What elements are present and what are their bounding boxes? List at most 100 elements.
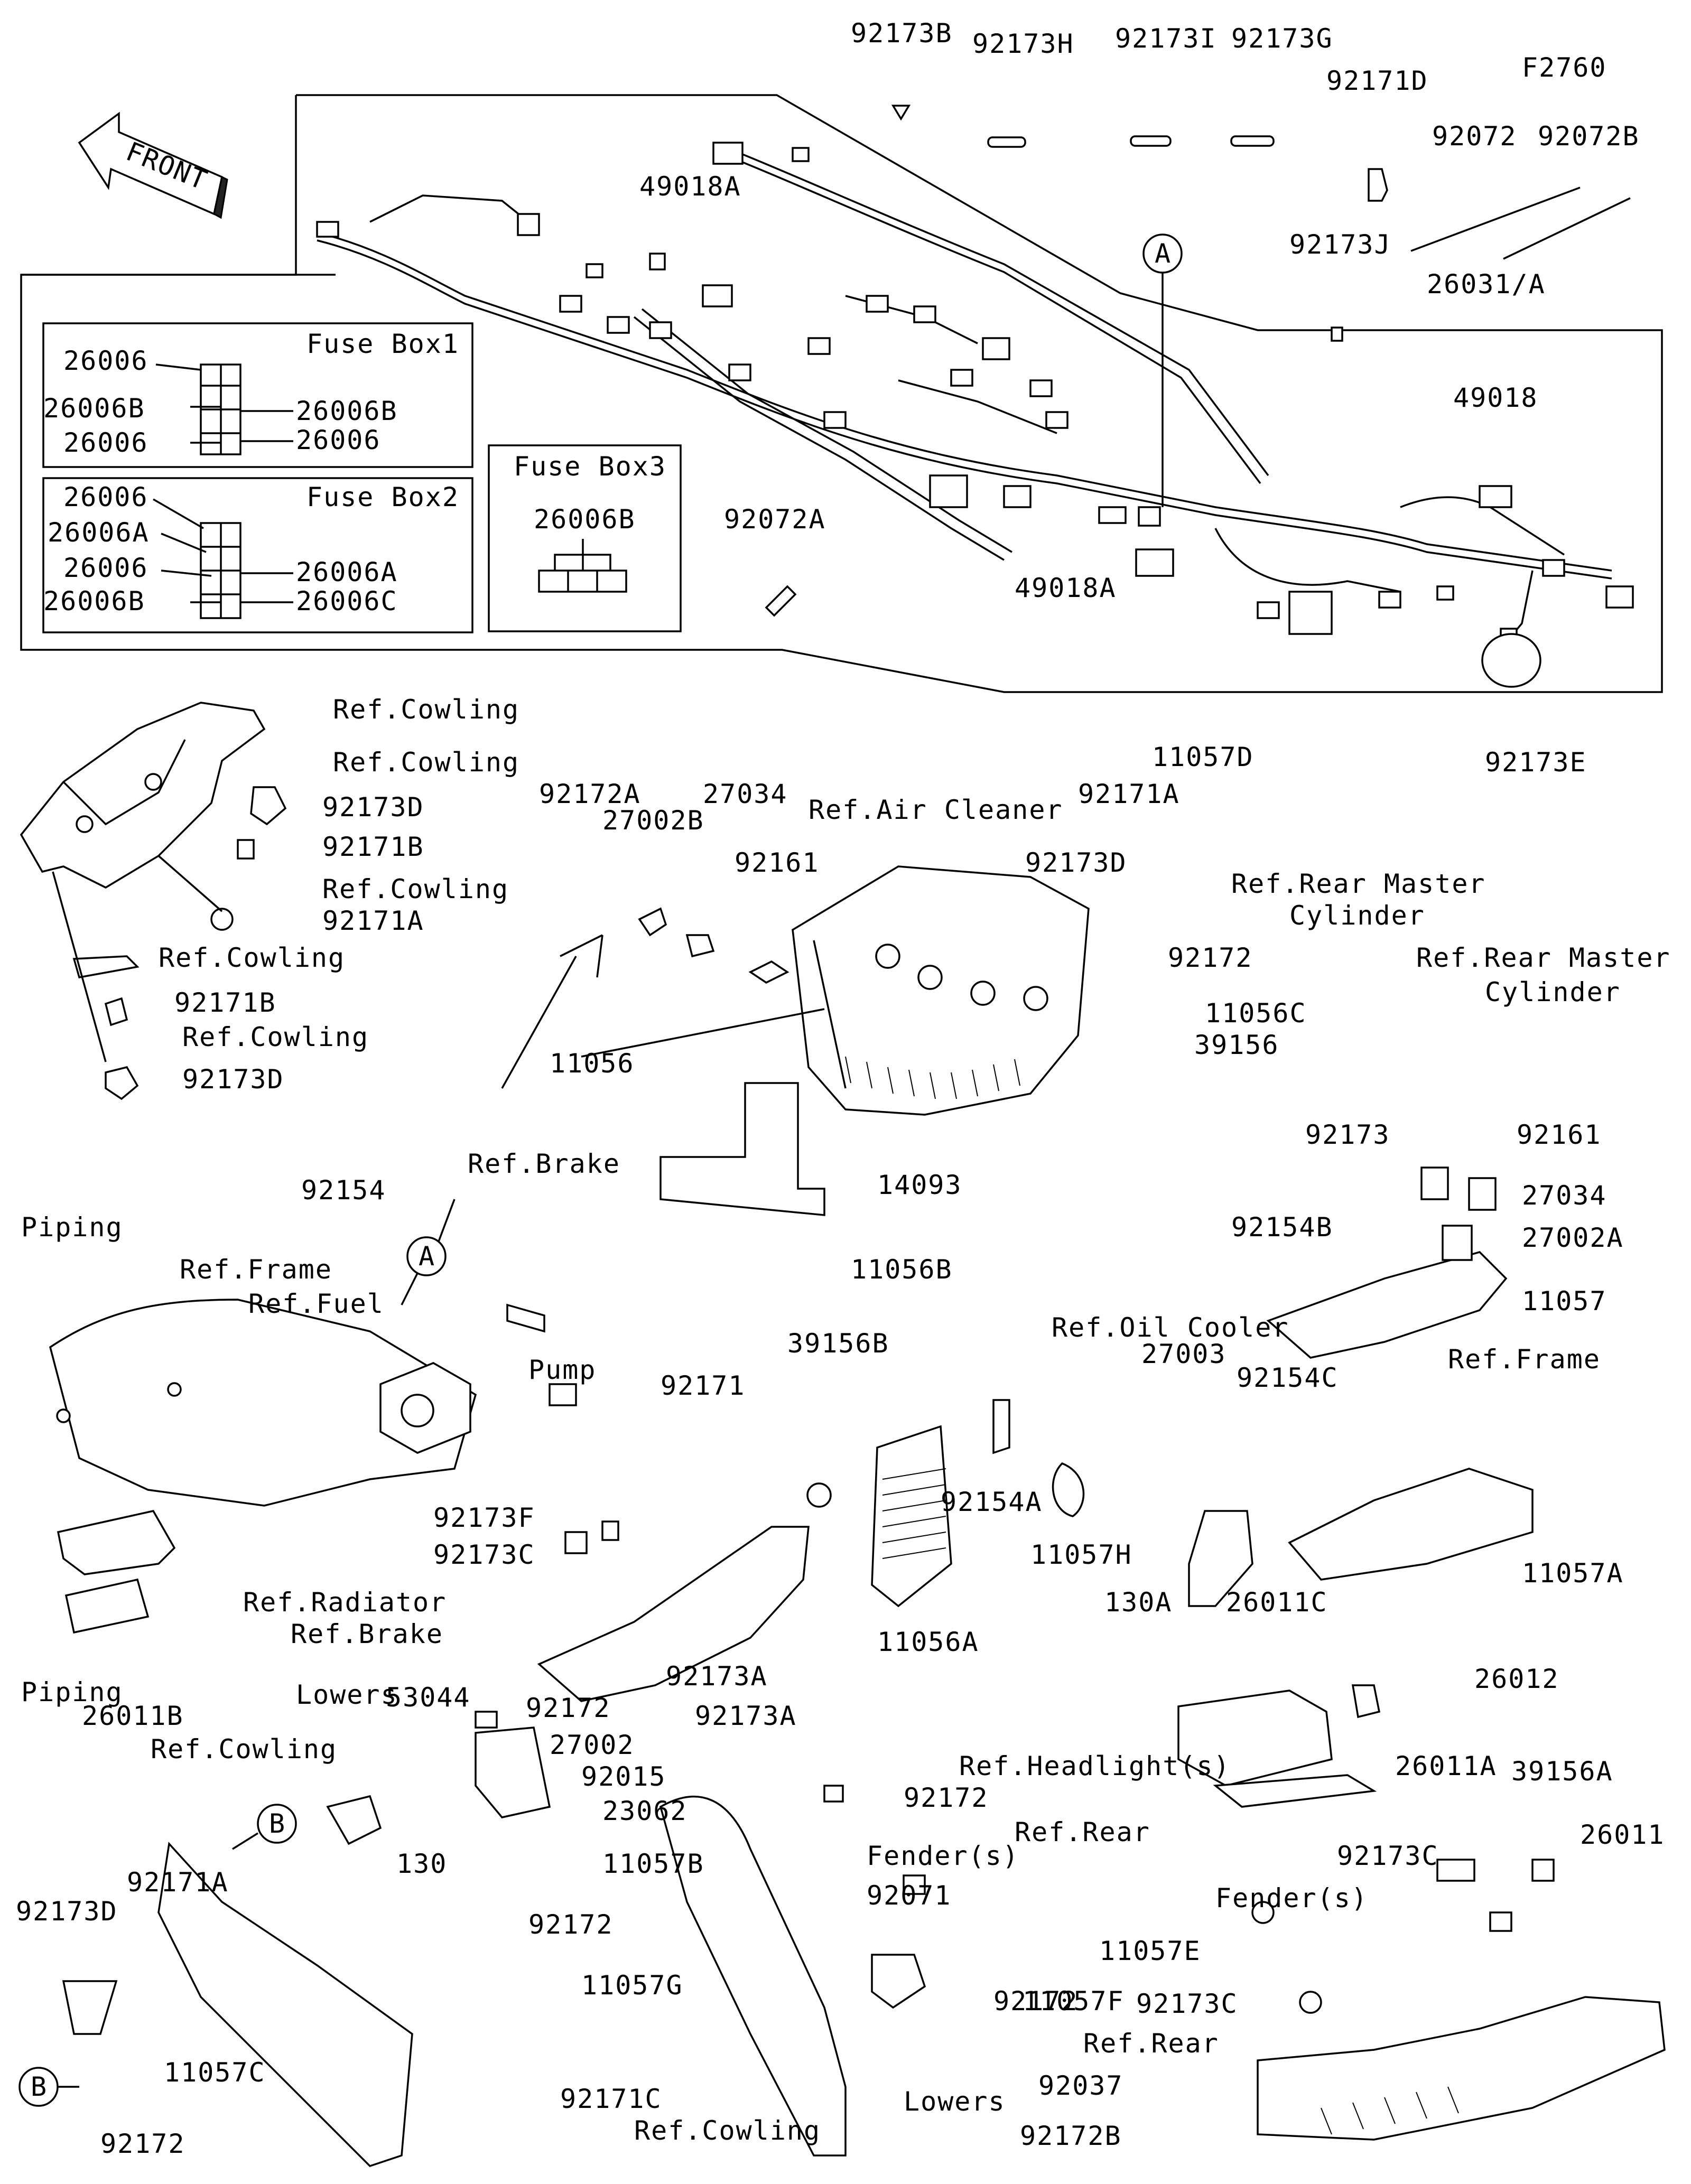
part-callout-label: 27034 xyxy=(703,779,788,809)
part-callout-label: 49018 xyxy=(1453,382,1538,413)
part-callout-label: Ref.Rear xyxy=(1015,1817,1150,1847)
part-callout-label: Ref.Headlight(s) xyxy=(959,1751,1231,1781)
part-callout-label: 92172 xyxy=(100,2129,185,2159)
part-callout-label: 92171B xyxy=(174,987,276,1018)
part-callout-label: 11057C xyxy=(164,2057,266,2088)
part-callout-label: 92071 xyxy=(867,1880,952,1911)
svg-text:B: B xyxy=(269,1808,286,1839)
part-callout-label: Piping xyxy=(21,1212,123,1243)
part-callout-label: 92172A xyxy=(539,779,641,809)
fuse-label: 26006 xyxy=(296,425,381,455)
part-callout-label: 92172 xyxy=(1168,942,1253,973)
air-cleaner xyxy=(501,865,1090,1216)
part-callout-label: 92173I xyxy=(1115,23,1217,54)
part-callout-label: 92173D xyxy=(182,1064,284,1095)
part-callout-label: 130A xyxy=(1104,1587,1172,1618)
part-callout-label: Ref.Brake xyxy=(468,1149,620,1179)
callout-letter-b-bottom: B xyxy=(18,2067,79,2107)
part-callout-label: 92173C xyxy=(1337,1841,1439,1871)
part-callout-label: 92173 xyxy=(1305,1119,1390,1150)
part-callout-label: 26012 xyxy=(1474,1664,1559,1694)
part-callout-label: 11057H xyxy=(1030,1539,1132,1570)
part-callout-label: 92072A xyxy=(724,504,826,535)
part-callout-label: 27002A xyxy=(1522,1222,1624,1253)
part-callout-label: 23062 xyxy=(602,1796,687,1826)
part-callout-label: 11057D xyxy=(1152,742,1254,772)
part-callout-label: 92171A xyxy=(322,906,424,936)
harness-boundary xyxy=(20,94,1663,693)
part-callout-label: 92173D xyxy=(16,1896,118,1927)
part-callout-label: 92161 xyxy=(1517,1119,1602,1150)
fuse-box1-title: Fuse Box1 xyxy=(306,329,459,359)
fuse-label: 26006 xyxy=(63,346,148,376)
part-callout-label: Ref.Cowling xyxy=(322,874,509,904)
part-callout-label: Cylinder xyxy=(1289,900,1425,931)
part-callout-label: 92173D xyxy=(1025,847,1127,878)
part-callout-label: 27002 xyxy=(550,1730,635,1760)
part-callout-label: 92171D xyxy=(1326,66,1428,96)
callout-letter-a-frame: A xyxy=(401,1199,456,1305)
part-callout-label: 11057B xyxy=(602,1849,704,1879)
part-callout-label: 49018A xyxy=(639,171,741,202)
harness-connectors xyxy=(316,142,1634,688)
part-callout-label: 92171A xyxy=(1078,779,1180,809)
part-callout-label: 11056A xyxy=(877,1627,979,1657)
part-callout-label: 11056C xyxy=(1205,998,1307,1029)
part-callout-label: 92171B xyxy=(322,832,424,862)
svg-text:A: A xyxy=(1155,238,1172,269)
part-callout-label: Ref.Cowling xyxy=(151,1734,337,1765)
front-arrow-icon: FRONT xyxy=(78,111,228,219)
oil-cooler xyxy=(871,1399,1253,1608)
fuse-label: 26006B xyxy=(43,586,145,617)
part-callout-label: 92015 xyxy=(581,1761,666,1792)
fuse-box2: Fuse Box2 26006 26006A 26006 26006A 2600… xyxy=(42,477,473,633)
part-callout-label: Ref.Rear Master xyxy=(1416,942,1671,973)
part-callout-label: 92171A xyxy=(127,1867,229,1898)
fuse-label: 26006 xyxy=(63,427,148,458)
part-callout-label: 92072B xyxy=(1538,121,1640,152)
part-callout-label: Ref.Oil Cooler xyxy=(1052,1312,1289,1343)
fuse-label: 26006 xyxy=(63,553,148,583)
part-callout-label: Ref.Cowling xyxy=(182,1022,369,1052)
part-callout-label: 27002B xyxy=(602,805,704,836)
part-callout-label: 92161 xyxy=(735,847,820,878)
part-callout-label: 39156B xyxy=(787,1328,889,1359)
fuse-box3: Fuse Box3 26006B xyxy=(488,444,682,632)
part-callout-label: 27003 xyxy=(1141,1339,1227,1369)
fuse-label: 26006A xyxy=(296,557,398,587)
part-callout-label: Lowers xyxy=(296,1679,398,1710)
part-callout-label: 11057G xyxy=(581,1970,683,2001)
battery xyxy=(1177,1684,1555,1932)
callout-letter-a-harness: A xyxy=(1142,234,1183,507)
fuse-label: 26006 xyxy=(63,482,148,512)
part-callout-label: 11056 xyxy=(550,1048,635,1079)
fuse-label: 26006C xyxy=(296,586,398,617)
part-callout-label: Ref.Cowling xyxy=(333,694,519,725)
part-callout-label: 11057A xyxy=(1522,1558,1624,1589)
part-callout-label: 92154C xyxy=(1237,1362,1339,1393)
part-callout-label: 92172 xyxy=(904,1782,989,1813)
cowling-bracket xyxy=(20,702,287,1100)
fuse-box1: Fuse Box1 26006 26006B 26006B 26006 2600… xyxy=(42,322,473,468)
part-callout-label: 92172B xyxy=(1020,2121,1122,2151)
part-callout-label: 130 xyxy=(396,1849,447,1879)
top-clips xyxy=(765,105,1631,617)
part-callout-label: Fender(s) xyxy=(867,1841,1019,1871)
part-callout-label: Pump xyxy=(528,1355,596,1385)
fuse-box2-title: Fuse Box2 xyxy=(306,482,459,512)
part-callout-label: 27034 xyxy=(1522,1180,1607,1211)
cowling-lower-left xyxy=(62,1711,551,2168)
part-callout-label: 92173J xyxy=(1289,229,1391,260)
harness-boundary-left xyxy=(21,95,297,276)
part-callout-label: 92173C xyxy=(433,1539,535,1570)
part-callout-label: 92172 xyxy=(993,1986,1079,2017)
part-callout-label: Piping xyxy=(21,1677,123,1707)
part-callout-label: 26011C xyxy=(1226,1587,1328,1618)
part-callout-label: 11057F xyxy=(1023,1986,1125,2017)
part-callout-label: 39156 xyxy=(1194,1030,1279,1060)
part-callout-label: 39156A xyxy=(1511,1756,1613,1787)
part-callout-label: 26011A xyxy=(1395,1751,1497,1781)
part-callout-label: 92072 xyxy=(1432,121,1517,152)
fuse-label: 26006B xyxy=(534,504,636,535)
